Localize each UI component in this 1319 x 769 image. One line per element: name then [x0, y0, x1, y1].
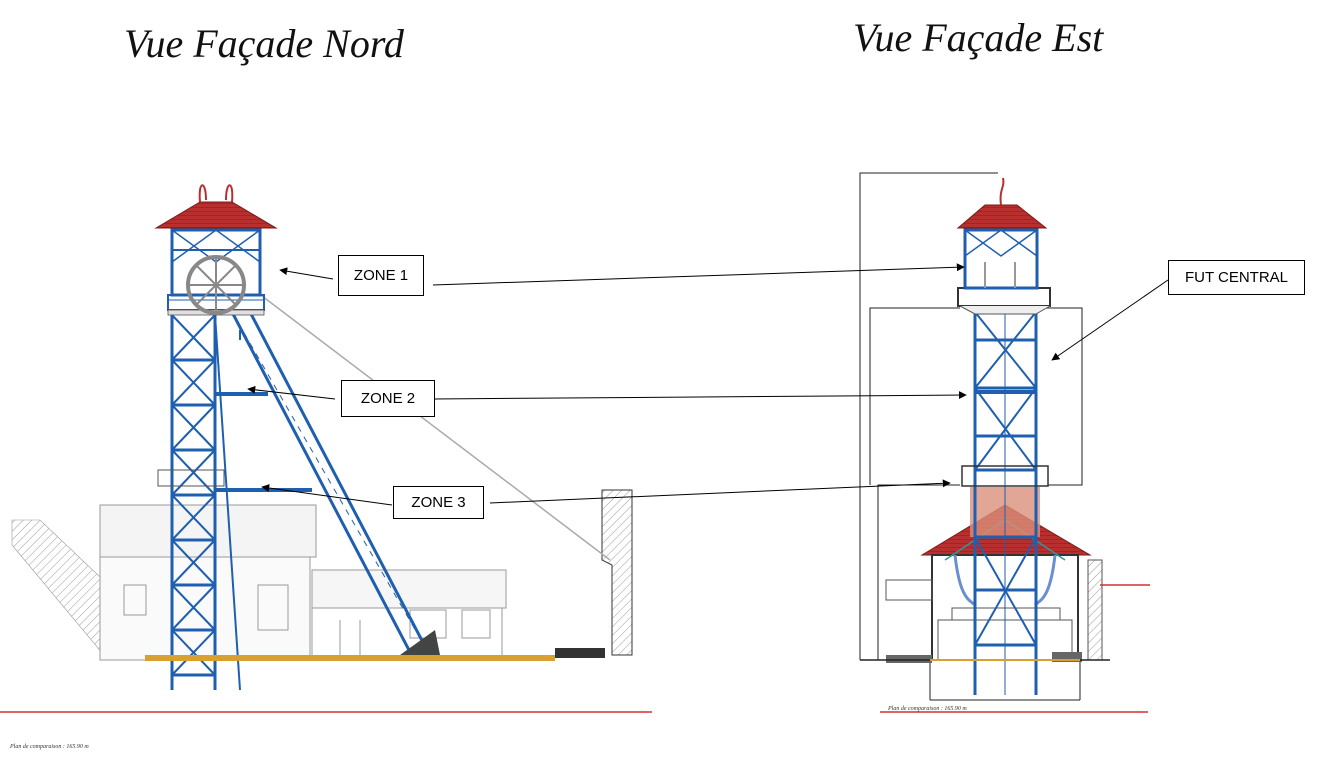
leader-arrows — [247, 263, 1169, 506]
callout-zone-3: ZONE 3 — [393, 486, 484, 519]
north-rail-stub — [555, 648, 605, 658]
footnote-north-plan: Plan de comparaison : 165.90 m — [10, 744, 89, 750]
arrow-zone1-east — [432, 263, 965, 286]
title-vue-facade-nord: Vue Façade Nord — [124, 21, 404, 66]
north-headframe-tower — [170, 314, 241, 691]
arrow-zone3-east — [489, 479, 951, 504]
title-vue-facade-est: Vue Façade Est — [853, 15, 1104, 60]
north-tower-head — [154, 184, 278, 316]
east-lower-platform — [961, 465, 1049, 487]
arrow-fut-central — [1051, 279, 1169, 361]
east-frame-outline — [859, 172, 1083, 701]
north-inclined-strut — [230, 311, 430, 653]
arrow-zone2-east — [432, 391, 967, 400]
north-retaining-wall — [601, 489, 633, 656]
east-headframe-tower — [973, 311, 1038, 695]
north-platform-rail — [157, 469, 225, 487]
north-platforms — [215, 392, 312, 492]
callout-fut-central: FUT CENTRAL — [1168, 260, 1305, 295]
footnote-east-plan: Plan de comparaison : 165.90 m — [888, 706, 967, 712]
east-facade-drawing — [859, 172, 1150, 713]
callout-zone-2: ZONE 2 — [341, 380, 435, 417]
north-coal-pile — [400, 630, 440, 655]
north-facade-drawing — [0, 184, 652, 713]
east-tower-head — [956, 177, 1051, 315]
arrow-zone3-north — [261, 484, 393, 506]
north-buildings — [99, 504, 507, 661]
arrow-zone2-north — [247, 385, 336, 400]
arrow-zone1-north — [279, 267, 334, 280]
callout-zone-1: ZONE 1 — [338, 255, 424, 296]
north-ground-strip — [145, 655, 555, 661]
north-cable-line — [261, 295, 611, 561]
